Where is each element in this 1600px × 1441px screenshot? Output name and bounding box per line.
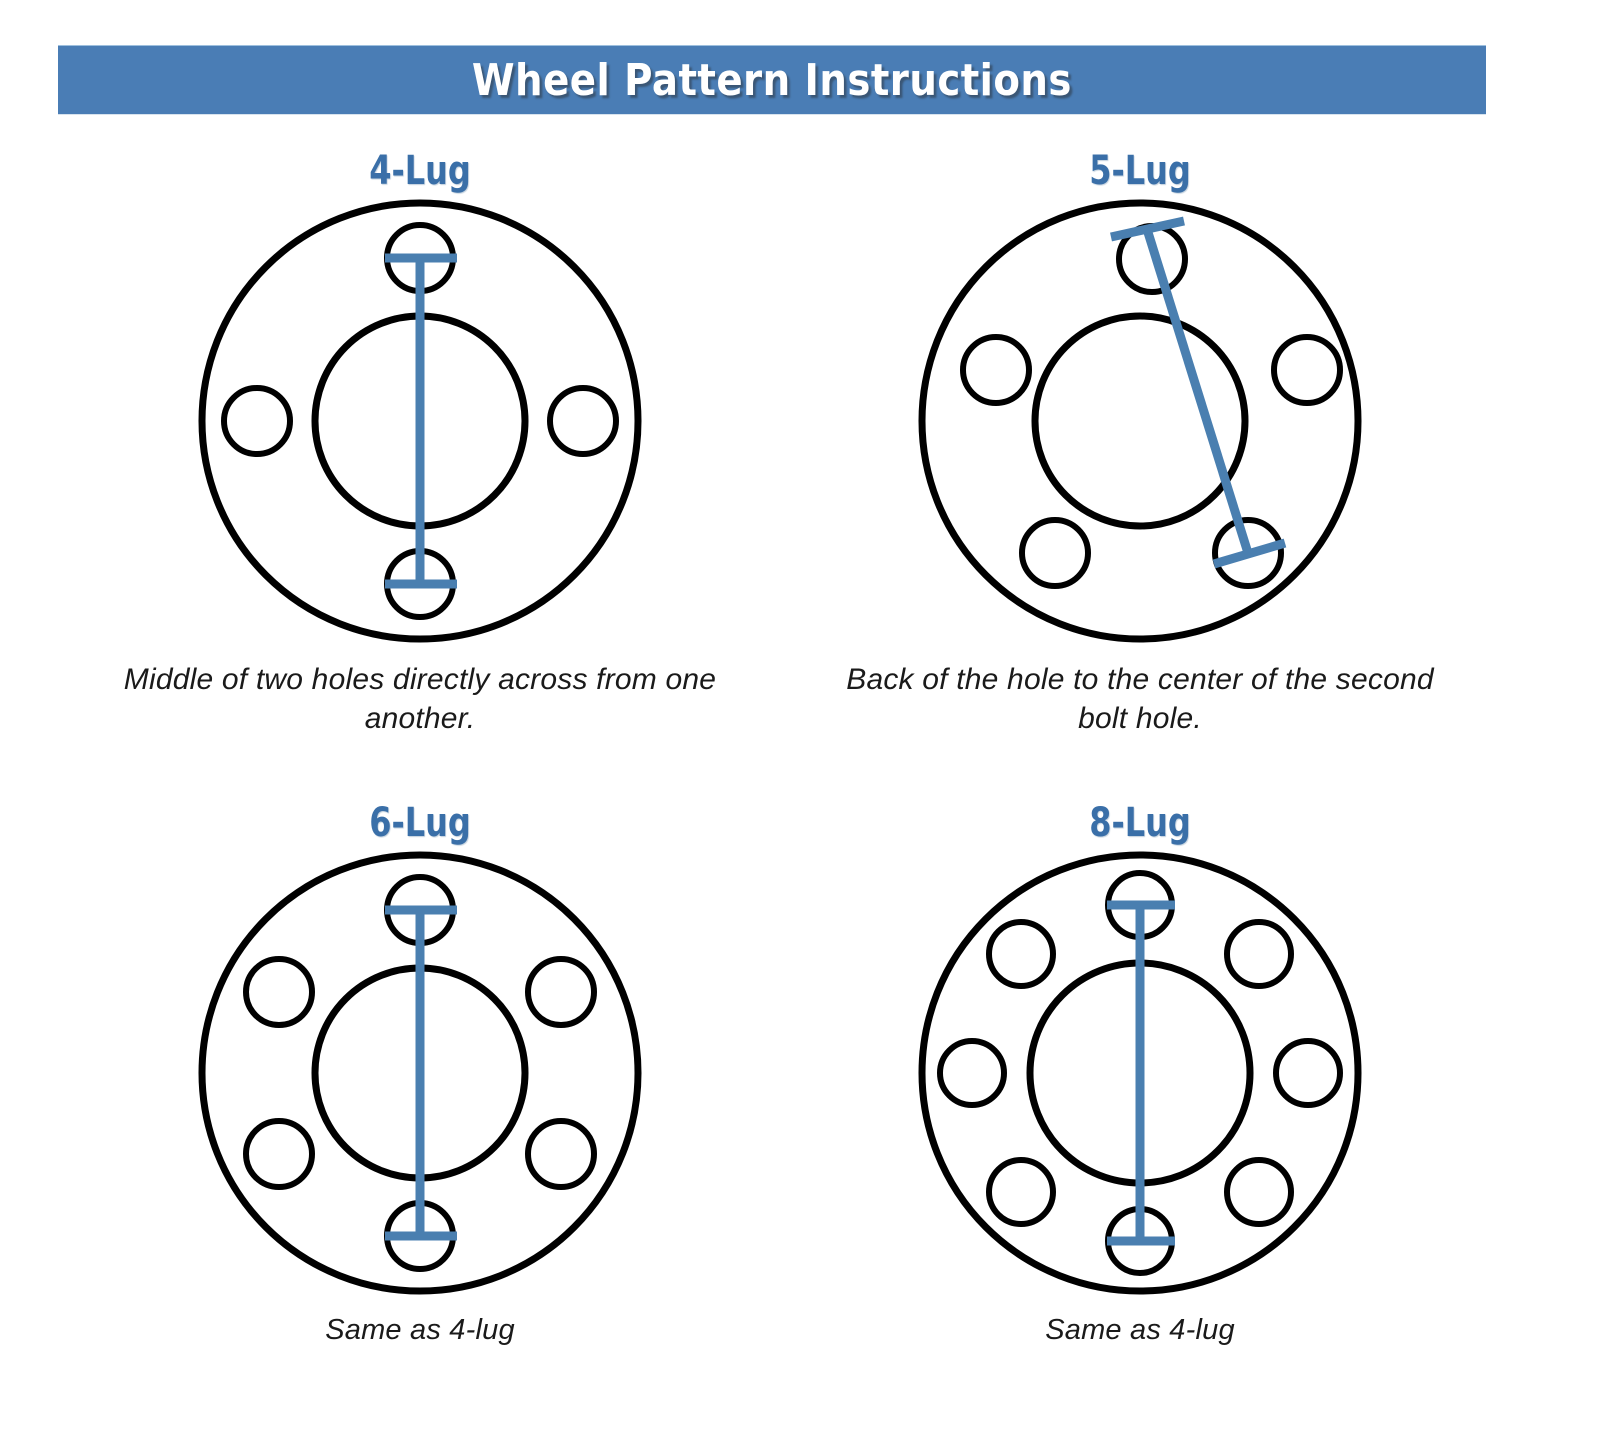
panel-five-lug: 5-Lug Back of the hole to the center of …	[760, 150, 1520, 738]
bolt-hole	[1271, 334, 1343, 406]
wheel-diagram-six-lug	[198, 851, 642, 1295]
bolt-hole	[1019, 517, 1091, 589]
panel-four-lug: 4-Lug Middle of two holes directly acros…	[40, 150, 800, 738]
caption-eight-lug: Same as 4-lug	[1045, 1314, 1235, 1346]
panel-six-lug: 6-Lug Same as 4-lug	[40, 802, 800, 1350]
wheel-rim-circle	[198, 199, 642, 643]
wheel-diagram-grid: 4-Lug Middle of two holes directly acros…	[0, 130, 1600, 1430]
wheel-hub-circle	[1031, 312, 1249, 530]
bolt-hole	[986, 919, 1056, 989]
lug-label-five: 5-Lug	[1089, 148, 1191, 194]
lug-label-four: 4-Lug	[369, 148, 471, 194]
caption-five-lug: Back of the hole to the center of the se…	[846, 663, 1434, 735]
wheel-diagram-four-lug	[198, 199, 642, 643]
bolt-hole	[243, 956, 315, 1028]
bolt-hole	[986, 1157, 1056, 1227]
lug-label-six: 6-Lug	[369, 800, 471, 846]
page-title: Wheel Pattern Instructions	[471, 54, 1073, 106]
bolt-hole	[960, 334, 1032, 406]
panel-eight-lug: 8-Lug Same as 4-lug	[760, 802, 1520, 1350]
bolt-hole	[525, 956, 597, 1028]
wheel-diagram-eight-lug	[918, 851, 1362, 1295]
bolt-hole	[937, 1038, 1007, 1108]
wheel-rim-circle	[918, 851, 1362, 1295]
wheel-diagram-five-lug	[918, 199, 1362, 643]
lug-label-eight: 8-Lug	[1089, 800, 1191, 846]
bolt-hole	[1224, 919, 1294, 989]
wheel-rim-circle	[198, 851, 642, 1295]
bolt-hole	[1273, 1038, 1343, 1108]
measurement-cap-bottom	[1212, 538, 1287, 569]
bolt-hole	[525, 1118, 597, 1190]
bolt-hole	[221, 385, 293, 457]
page-title-banner: Wheel Pattern Instructions	[58, 45, 1486, 115]
bolt-hole	[1224, 1157, 1294, 1227]
measurement-line	[1141, 224, 1253, 555]
caption-six-lug: Same as 4-lug	[325, 1314, 515, 1346]
bolt-hole	[243, 1118, 315, 1190]
caption-four-lug: Middle of two holes directly across from…	[123, 663, 717, 735]
wheel-rim-circle	[918, 199, 1362, 643]
measurement-cap-top	[1110, 216, 1185, 242]
bolt-hole	[547, 385, 619, 457]
